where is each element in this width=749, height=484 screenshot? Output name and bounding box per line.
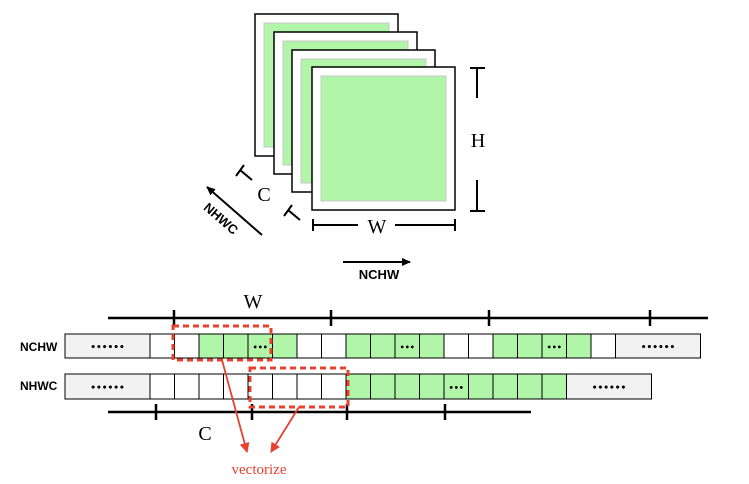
nhwc-direction-arrow — [206, 186, 263, 236]
height-label: H — [471, 130, 485, 152]
data-cell-filled — [394, 373, 420, 400]
data-cell-empty — [443, 333, 469, 359]
c-scale-label: C — [198, 423, 211, 445]
data-cell-filled — [394, 333, 420, 359]
data-cell-empty — [174, 333, 200, 359]
ellipsis-text: •••••• — [90, 343, 125, 353]
data-cell-filled — [492, 333, 518, 359]
ellipsis-text: ••• — [253, 343, 268, 352]
data-cell-empty — [468, 333, 494, 359]
width-label: W — [368, 216, 387, 238]
feature-map-stack — [254, 13, 456, 211]
nchw-memory-row: ••••••••••••••••••••• — [64, 333, 701, 359]
ellipsis-text: •••••• — [592, 384, 627, 394]
channel-dimension-bracket — [235, 164, 301, 221]
data-cell-filled — [345, 333, 371, 359]
data-cell-empty — [296, 333, 322, 359]
data-cell-filled — [247, 333, 273, 359]
data-cell-filled — [443, 373, 469, 400]
ellipsis-text: ••• — [547, 343, 562, 352]
data-cell-filled — [492, 373, 518, 400]
width-dimension-bracket — [312, 219, 456, 231]
w-scale-line — [108, 310, 708, 326]
data-cell-filled — [370, 333, 396, 359]
ellipsis-text: •••••• — [641, 343, 676, 353]
data-cell-empty — [198, 373, 224, 400]
nhwc-memory-row: ••••••••••••••• — [64, 373, 652, 400]
data-cell-empty — [149, 373, 175, 400]
ellipsis-text: •••••• — [90, 384, 125, 394]
data-cell-filled — [517, 333, 543, 359]
data-cell-empty — [174, 373, 200, 400]
vectorize-arrow-from-nchw — [221, 359, 250, 453]
data-cell-filled — [541, 333, 567, 359]
channel-label: C — [257, 184, 270, 206]
data-cell-empty — [321, 333, 347, 359]
data-cell-filled — [272, 333, 298, 359]
data-cell-filled — [541, 373, 567, 400]
channel-frame-4 — [311, 66, 456, 211]
data-cell-filled — [517, 373, 543, 400]
nhwc-direction-label: NHWC — [201, 200, 242, 238]
data-cell-empty — [321, 373, 347, 400]
data-cell-empty — [247, 373, 273, 400]
w-scale-label: W — [244, 291, 263, 313]
vectorize-arrow-from-nhwc — [270, 406, 300, 453]
data-cell-filled — [223, 333, 249, 359]
height-dimension-bracket — [470, 67, 485, 212]
data-cell-ellipsis — [615, 333, 701, 359]
data-cell-filled — [370, 373, 396, 400]
data-cell-ellipsis — [64, 333, 151, 359]
data-cell-filled — [468, 373, 494, 400]
data-cell-empty — [272, 373, 298, 400]
data-cell-empty — [590, 333, 616, 359]
nhwc-row-label: NHWC — [20, 379, 58, 393]
data-cell-empty — [296, 373, 322, 400]
vectorize-label: vectorize — [232, 462, 287, 478]
ellipsis-text: ••• — [449, 384, 464, 393]
data-cell-filled — [345, 373, 371, 400]
data-cell-filled — [566, 333, 592, 359]
nchw-row-label: NCHW — [20, 340, 58, 354]
nchw-direction-label: NCHW — [359, 267, 400, 282]
data-cell-filled — [419, 333, 445, 359]
data-cell-empty — [149, 333, 175, 359]
data-cell-filled — [198, 333, 224, 359]
data-cell-ellipsis — [566, 373, 652, 400]
data-cell-filled — [419, 373, 445, 400]
ellipsis-text: ••• — [400, 343, 415, 352]
